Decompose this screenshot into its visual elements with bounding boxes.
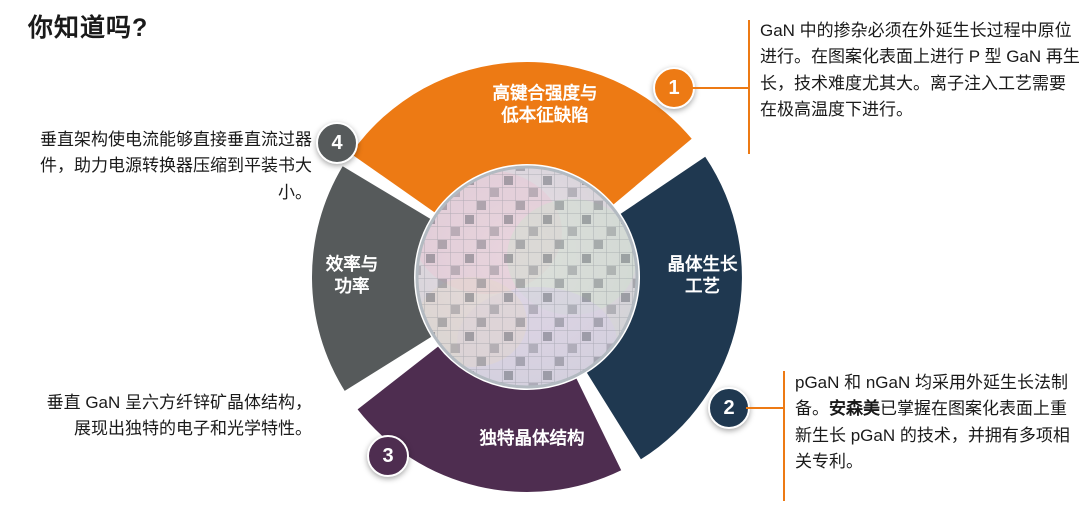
marker-1-number: 1: [668, 76, 680, 99]
segment-label-crystal-growth: 晶体生长 工艺: [655, 253, 750, 297]
wafer-photo: [415, 165, 639, 389]
callout-4-text: 垂直架构使电流能够直接垂直流过器件，助力电源转换器压缩到平装书大小。: [40, 130, 312, 202]
segment-crystal-structure-arc: [357, 346, 622, 493]
segment-label-line: 工艺: [685, 276, 720, 296]
segment-efficiency-power-arc: [311, 166, 432, 391]
marker-4: 4: [316, 122, 358, 164]
segment-label-line: 效率与: [325, 254, 379, 274]
segment-label-line: 独特晶体结构: [479, 428, 585, 448]
callout-2-connector-line: [746, 407, 783, 409]
segment-label-line: 功率: [334, 276, 370, 296]
callout-1-text: GaN 中的掺杂必须在外延生长过程中原位进行。在图案化表面上进行 P 型 GaN…: [760, 21, 1080, 120]
segment-bond-strength-arc: [350, 62, 692, 213]
segment-label-bond-strength: 高键合强度与 低本征缺陷: [445, 82, 645, 126]
callout-2-text: pGaN 和 nGaN 均采用外延生长法制备。安森美已掌握在图案化表面上重新生长…: [795, 370, 1080, 475]
callout-3-text: 垂直 GaN 呈六方纤锌矿晶体结构，展现出独特的电子和光学特性。: [46, 393, 312, 439]
marker-2: 2: [708, 387, 750, 429]
callout-2-text-pre: pGaN 和 nGaN 均采用外延生长法制备。: [795, 373, 1068, 419]
segment-label-line: 低本征缺陷: [501, 105, 589, 125]
callout-2-text-post: 已掌握在图案化表面上重新生长 pGaN 的技术，并拥有多项相关专利。: [795, 399, 1070, 472]
callout-2-rule: [783, 371, 785, 501]
callout-2-brand-name: 安森美: [829, 399, 880, 419]
cycle-diagram: [311, 62, 742, 493]
wafer-die-pattern: [417, 167, 637, 387]
marker-1: 1: [653, 67, 695, 109]
segment-crystal-growth-arc: [586, 156, 742, 460]
segment-label-crystal-structure: 独特晶体结构: [432, 427, 632, 449]
marker-3-number: 3: [382, 444, 394, 467]
callout-1-rule: [748, 20, 750, 154]
segment-label-line: 高键合强度与: [492, 83, 598, 103]
segment-label-line: 晶体生长: [667, 254, 738, 274]
page-title: 你知道吗?: [28, 14, 149, 42]
marker-3: 3: [367, 435, 409, 477]
marker-2-number: 2: [723, 396, 735, 419]
callout-1-connector-line: [690, 87, 748, 89]
segment-label-efficiency-power: 效率与 功率: [302, 253, 402, 297]
marker-4-number: 4: [331, 131, 343, 154]
